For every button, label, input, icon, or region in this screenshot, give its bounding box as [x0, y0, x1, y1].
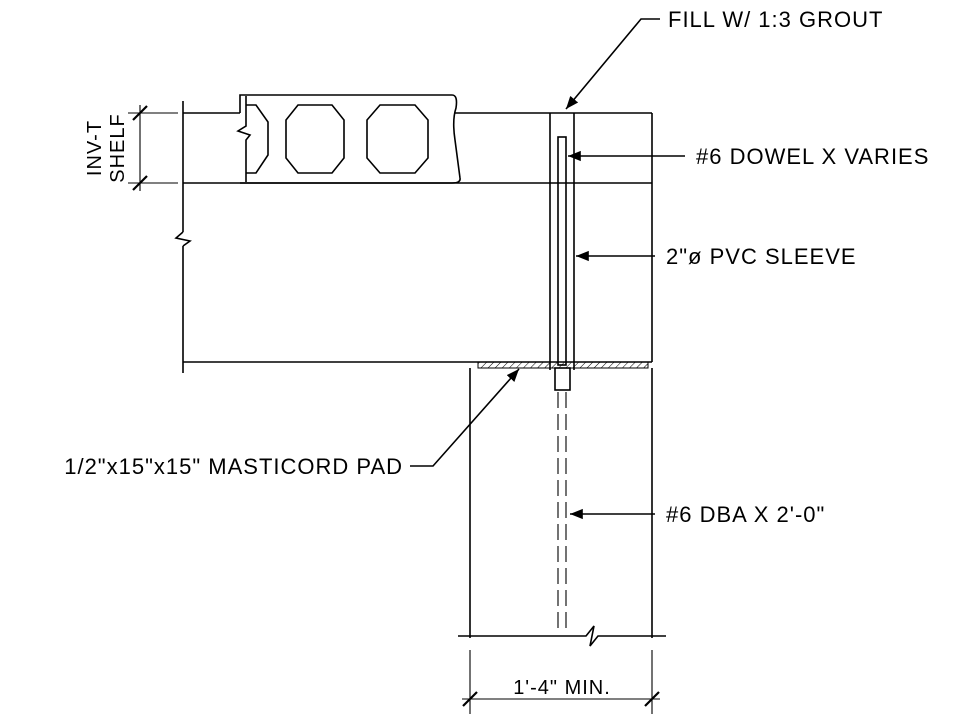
- shelf-dimension: [128, 105, 178, 191]
- grout-sleeve-zone: [549, 113, 575, 370]
- grout-callout: FILL W/ 1:3 GROUT: [668, 7, 883, 32]
- width-dimension-label: 1'-4" MIN.: [513, 677, 611, 699]
- hollow-core-slab: [236, 94, 461, 184]
- width-dimension: [462, 650, 660, 714]
- leaders: [410, 18, 685, 520]
- pad-callout: 1/2"x15"x15" MASTICORD PAD: [64, 454, 403, 479]
- dowel-callout: #6 DOWEL X VARIES: [696, 144, 929, 169]
- masticord-pad: [477, 361, 649, 369]
- shelf-label-line1: INV-T: [84, 120, 106, 176]
- sleeve-callout: 2"ø PVC SLEEVE: [666, 244, 857, 269]
- dba-callout: #6 DBA X 2'-0": [666, 502, 825, 527]
- dba-bar: [554, 367, 571, 634]
- inverted-t-beam: [174, 101, 653, 373]
- shelf-label-line2: SHELF: [107, 113, 129, 182]
- support-column: [458, 368, 666, 647]
